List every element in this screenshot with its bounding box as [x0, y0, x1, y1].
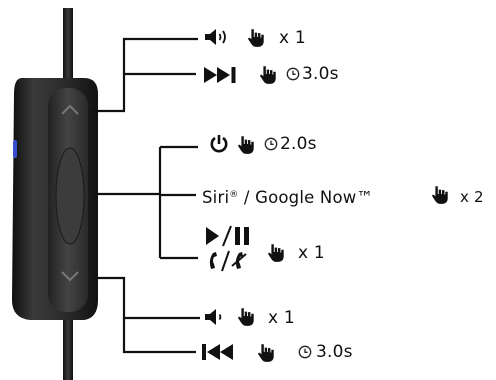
- hand-tap-icon: [258, 63, 282, 85]
- voice-assistant-label: Siri® / Google Now™: [202, 185, 373, 208]
- hand-tap-icon: [246, 26, 270, 48]
- power-duration: 2.0s: [280, 134, 317, 154]
- next-track-icon: [204, 67, 236, 83]
- power-icon: [210, 135, 228, 153]
- volume-up-button-icon[interactable]: [61, 104, 79, 115]
- connector-center-bracket: [92, 145, 198, 260]
- registered-mark: ®: [229, 190, 239, 200]
- cable-bottom: [63, 312, 73, 380]
- volume-up-icon: [205, 29, 226, 45]
- previous-track-icon: [202, 344, 233, 360]
- connector-down-bracket: [92, 276, 200, 354]
- play-pause-count: x 1: [298, 243, 325, 263]
- status-led: [13, 140, 17, 158]
- next-track-duration: 3.0s: [302, 64, 339, 84]
- clock-icon: [298, 345, 312, 359]
- clock-icon: [264, 137, 278, 151]
- play-pause-icon: [206, 225, 249, 247]
- volume-down-button-icon[interactable]: [61, 271, 79, 282]
- volume-down-icon: [205, 309, 222, 325]
- hand-tap-icon: [266, 241, 290, 263]
- hand-tap-icon: [430, 183, 454, 205]
- volume-down-count: x 1: [268, 308, 295, 328]
- cable-top: [63, 8, 73, 82]
- answer-end-call-icon: [209, 250, 247, 272]
- voice-assistant-count: x 2: [460, 188, 484, 206]
- connector-up-bracket: [92, 37, 198, 113]
- google-now-label: / Google Now™: [238, 188, 374, 207]
- volume-up-count: x 1: [279, 28, 306, 48]
- remote-center-button[interactable]: [55, 147, 85, 245]
- previous-track-duration: 3.0s: [316, 342, 353, 362]
- hand-tap-icon: [236, 305, 260, 327]
- hand-tap-icon: [236, 133, 260, 155]
- hand-tap-icon: [256, 341, 280, 363]
- siri-label: Siri: [202, 188, 230, 207]
- clock-icon: [286, 67, 300, 81]
